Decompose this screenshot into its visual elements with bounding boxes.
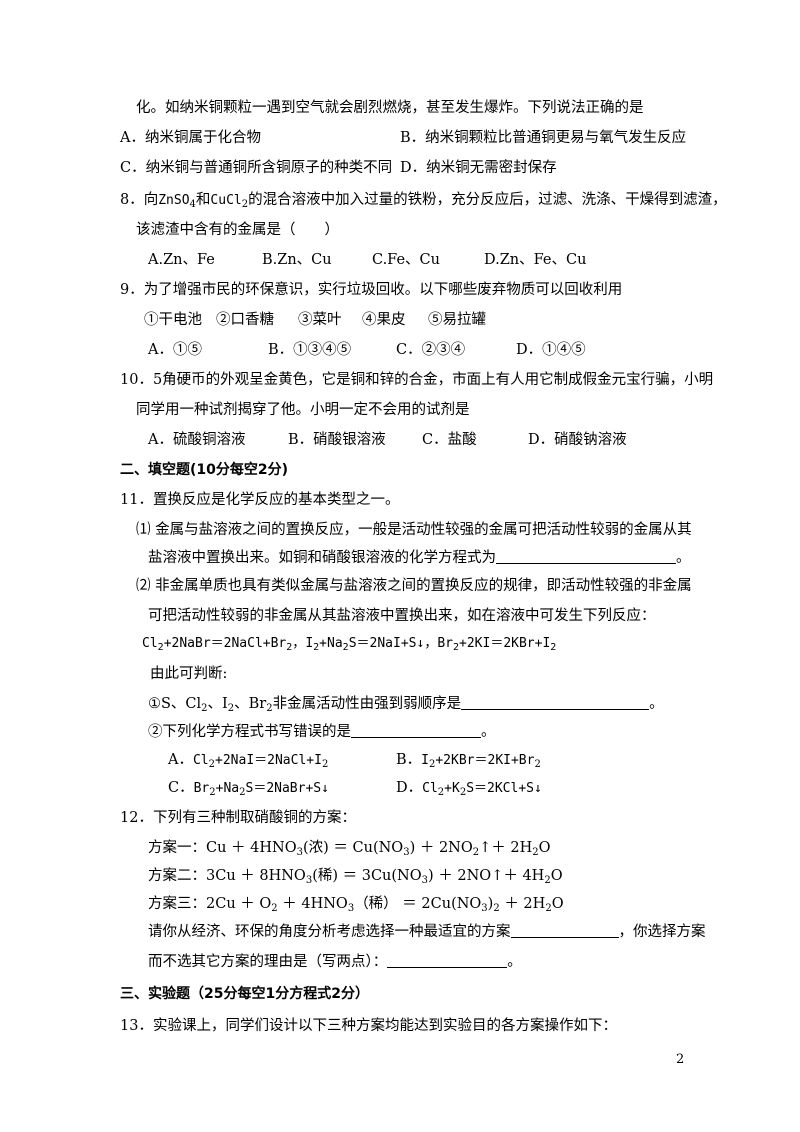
answer-blank[interactable] bbox=[461, 695, 650, 710]
section-title-experiment: 三、实验题（25分每空1分方程式2分） bbox=[120, 986, 369, 1002]
q11-part1-line2: 盐溶液中置换出来。如铜和硝酸银溶液的化学方程式为。 bbox=[148, 549, 691, 566]
q8-stem-line2: 该滤渣中含有的金属是（ ） bbox=[136, 222, 339, 238]
q9-stem: 9．为了增强市民的环保意识，实行垃圾回收。以下哪些废弃物质可以回收利用 bbox=[120, 282, 623, 298]
q9-item: ③菜叶 bbox=[298, 312, 342, 328]
q11-part1-line1: ⑴ 金属与盐溶液之间的置换反应，一般是活动性较强的金属可把活动性较弱的金属从其 bbox=[136, 522, 692, 538]
q9-option-a: A．①⑤ bbox=[148, 342, 202, 358]
q9-option-d: D．①④⑤ bbox=[516, 342, 586, 358]
q7-option-d: D．纳米铜无需密封保存 bbox=[400, 160, 557, 176]
answer-blank[interactable] bbox=[387, 953, 508, 968]
q9-option-b: B．①③④⑤ bbox=[268, 342, 352, 358]
q7-option-b: B．纳米铜颗粒比普通铜更易与氧气发生反应 bbox=[400, 130, 687, 146]
q11-option-d: D．Cl2+K2S＝2KCl+S↓ bbox=[396, 780, 542, 798]
q9-item: ⑤易拉罐 bbox=[428, 312, 486, 328]
q9-item: ①干电池 bbox=[144, 312, 202, 328]
answer-blank[interactable] bbox=[510, 923, 619, 938]
q11-option-b: B．I2+2KBr＝2KI+Br2 bbox=[396, 752, 541, 770]
q10-option-a: A．硫酸铜溶液 bbox=[148, 432, 246, 448]
q8-option-b: B.Zn、Cu bbox=[262, 252, 332, 268]
q11-sub1: ①S、Cl2、I2、Br2非金属活动性由强到弱顺序是。 bbox=[148, 695, 664, 714]
q12-stem: 12．下列有三种制取硝酸铜的方案： bbox=[120, 810, 356, 826]
q10-option-c: C．盐酸 bbox=[422, 432, 477, 448]
q7-option-c: C．纳米铜与普通铜所含铜原子的种类不同 bbox=[120, 160, 393, 176]
q8-option-a: A.Zn、Fe bbox=[148, 252, 215, 268]
q12-plan-1: 方案一：Cu ＋ 4HNO3(浓) ＝ Cu(NO3) ＋ 2NO2↑＋ 2H2… bbox=[148, 840, 551, 858]
answer-blank[interactable] bbox=[351, 723, 481, 738]
q9-option-c: C．②③④ bbox=[396, 342, 466, 358]
q11-sub2: ②下列化学方程式书写错误的是。 bbox=[148, 723, 496, 740]
q11-option-c: C．Br2+Na2S＝2NaBr+S↓ bbox=[168, 780, 329, 798]
q7-option-a: A．纳米铜属于化合物 bbox=[120, 130, 261, 146]
q12-plan-2: 方案二：3Cu ＋ 8HNO3(稀) ＝ 3Cu(NO3) ＋ 2NO↑＋ 4H… bbox=[148, 868, 563, 886]
q11-part2-line2: 可把活动性较弱的非金属从其盐溶液中置换出来，如在溶液中可发生下列反应： bbox=[148, 608, 656, 624]
reaction-list: Cl2+2NaBr＝2NaCl+Br2，I2+Na2S＝2NaI+S↓，Br2+… bbox=[142, 636, 557, 653]
q8-stem: 8．向ZnSO4和CuCl2的混合溶液中加入过量的铁粉，充分反应后，过滤、洗涤、… bbox=[120, 192, 727, 210]
q10-stem-line2: 同学用一种试剂揭穿了他。小明一定不会用的试剂是 bbox=[136, 402, 470, 418]
answer-blank[interactable] bbox=[496, 549, 676, 564]
q13-stem: 13．实验课上，同学们设计以下三种方案均能达到实验目的各方案操作如下： bbox=[120, 1018, 617, 1034]
section-title-fill-in: 二、填空题(10分每空2分) bbox=[120, 462, 289, 478]
q8-option-d: D.Zn、Fe、Cu bbox=[484, 252, 587, 268]
q9-item: ④果皮 bbox=[362, 312, 406, 328]
q12-question-line1: 请你从经济、环保的角度分析考虑选择一种最适宜的方案，你选择方案 bbox=[148, 923, 706, 940]
q11-stem: 11．置换反应是化学反应的基本类型之一。 bbox=[120, 492, 400, 508]
q12-plan-3: 方案三：2Cu ＋ O2 ＋ 4HNO3（稀） ＝ 2Cu(NO3)2 ＋ 2H… bbox=[148, 896, 564, 914]
q8-option-c: C.Fe、Cu bbox=[372, 252, 440, 268]
q12-question-line2: 而不选其它方案的理由是（写两点）：。 bbox=[148, 953, 522, 970]
q11-option-a: A．Cl2+2NaI＝2NaCl+I2 bbox=[168, 752, 329, 770]
q11-part2-line1: ⑵ 非金属单质也具有类似金属与盐溶液之间的置换反应的规律，即活动性较强的非金属 bbox=[136, 578, 692, 594]
q10-stem-line1: 10．5角硬币的外观呈金黄色，它是铜和锌的合金，市面上有人用它制成假金元宝行骗，… bbox=[120, 372, 714, 388]
q9-item: ②口香糖 bbox=[216, 312, 274, 328]
q11-judge-label: 由此可判断: bbox=[150, 666, 228, 682]
q10-option-b: B．硝酸银溶液 bbox=[288, 432, 386, 448]
q10-option-d: D．硝酸钠溶液 bbox=[528, 432, 627, 448]
page-number: 2 bbox=[676, 1052, 685, 1067]
q7-stem-continuation: 化。如纳米铜颗粒一遇到空气就会剧烈燃烧，甚至发生爆炸。下列说法正确的是 bbox=[136, 100, 644, 116]
